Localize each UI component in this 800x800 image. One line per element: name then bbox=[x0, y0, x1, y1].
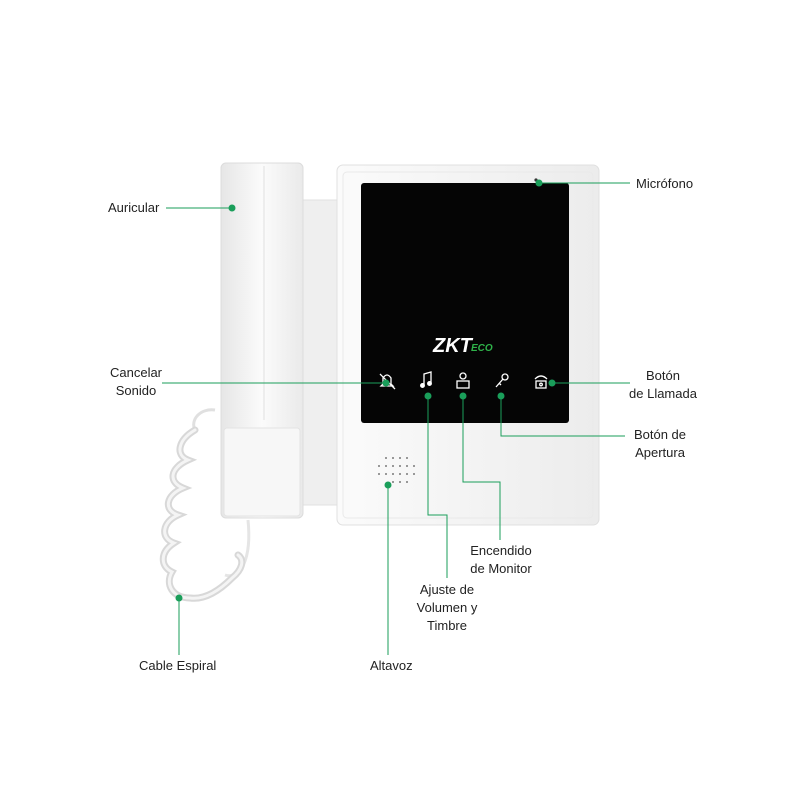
music-note-icon[interactable] bbox=[420, 371, 432, 388]
label-cable-espiral: Cable Espiral bbox=[139, 658, 217, 673]
speaker-grille bbox=[378, 457, 415, 483]
phone-icon[interactable] bbox=[534, 375, 548, 389]
handset-base bbox=[223, 427, 301, 517]
zkteco-logo: ZKT ECO bbox=[432, 335, 493, 357]
label-boton-apertura: Botón de Apertura bbox=[622, 426, 698, 462]
label-encendido-monitor: Encendido de Monitor bbox=[460, 542, 542, 578]
label-encendido-line1: Encendido bbox=[470, 543, 532, 558]
label-ajuste-line3: Timbre bbox=[427, 618, 467, 633]
label-llamada-line1: Botón bbox=[646, 368, 680, 383]
label-apertura-line1: Botón de bbox=[633, 427, 687, 442]
monitor-bezel bbox=[342, 171, 594, 519]
label-ajuste-line2: Volumen y bbox=[416, 600, 478, 615]
logo-brand-text: ZKT bbox=[432, 335, 474, 357]
label-ajuste-line1: Ajuste de bbox=[419, 582, 475, 597]
leader-apertura bbox=[500, 396, 625, 437]
leader-dots bbox=[175, 179, 556, 602]
label-cancelar-sonido: Cancelar Sonido bbox=[100, 364, 172, 400]
leader-encendido bbox=[462, 396, 501, 540]
label-boton-llamada: Botón de Llamada bbox=[618, 367, 708, 403]
label-apertura-line2: Apertura bbox=[635, 445, 685, 460]
label-cancelar-line1: Cancelar bbox=[109, 365, 163, 380]
logo-suffix-text: ECO bbox=[471, 343, 493, 354]
coil-highlight bbox=[161, 428, 244, 600]
monitor-person-icon[interactable] bbox=[456, 372, 470, 389]
label-ajuste-volumen: Ajuste de Volumen y Timbre bbox=[405, 581, 489, 635]
cable-top bbox=[192, 408, 216, 431]
label-microfono: Micrófono bbox=[636, 176, 694, 191]
monitor-screen bbox=[361, 183, 569, 423]
leader-ajuste bbox=[427, 396, 448, 578]
leader-lines bbox=[162, 182, 630, 655]
label-encendido-line2: de Monitor bbox=[470, 561, 532, 576]
handset-cradle bbox=[299, 199, 341, 506]
label-llamada-line2: de Llamada bbox=[629, 386, 697, 401]
label-cancelar-line2: Sonido bbox=[115, 383, 157, 398]
key-icon[interactable] bbox=[495, 373, 509, 388]
label-auricular: Auricular bbox=[108, 200, 160, 215]
label-altavoz: Altavoz bbox=[370, 658, 413, 673]
